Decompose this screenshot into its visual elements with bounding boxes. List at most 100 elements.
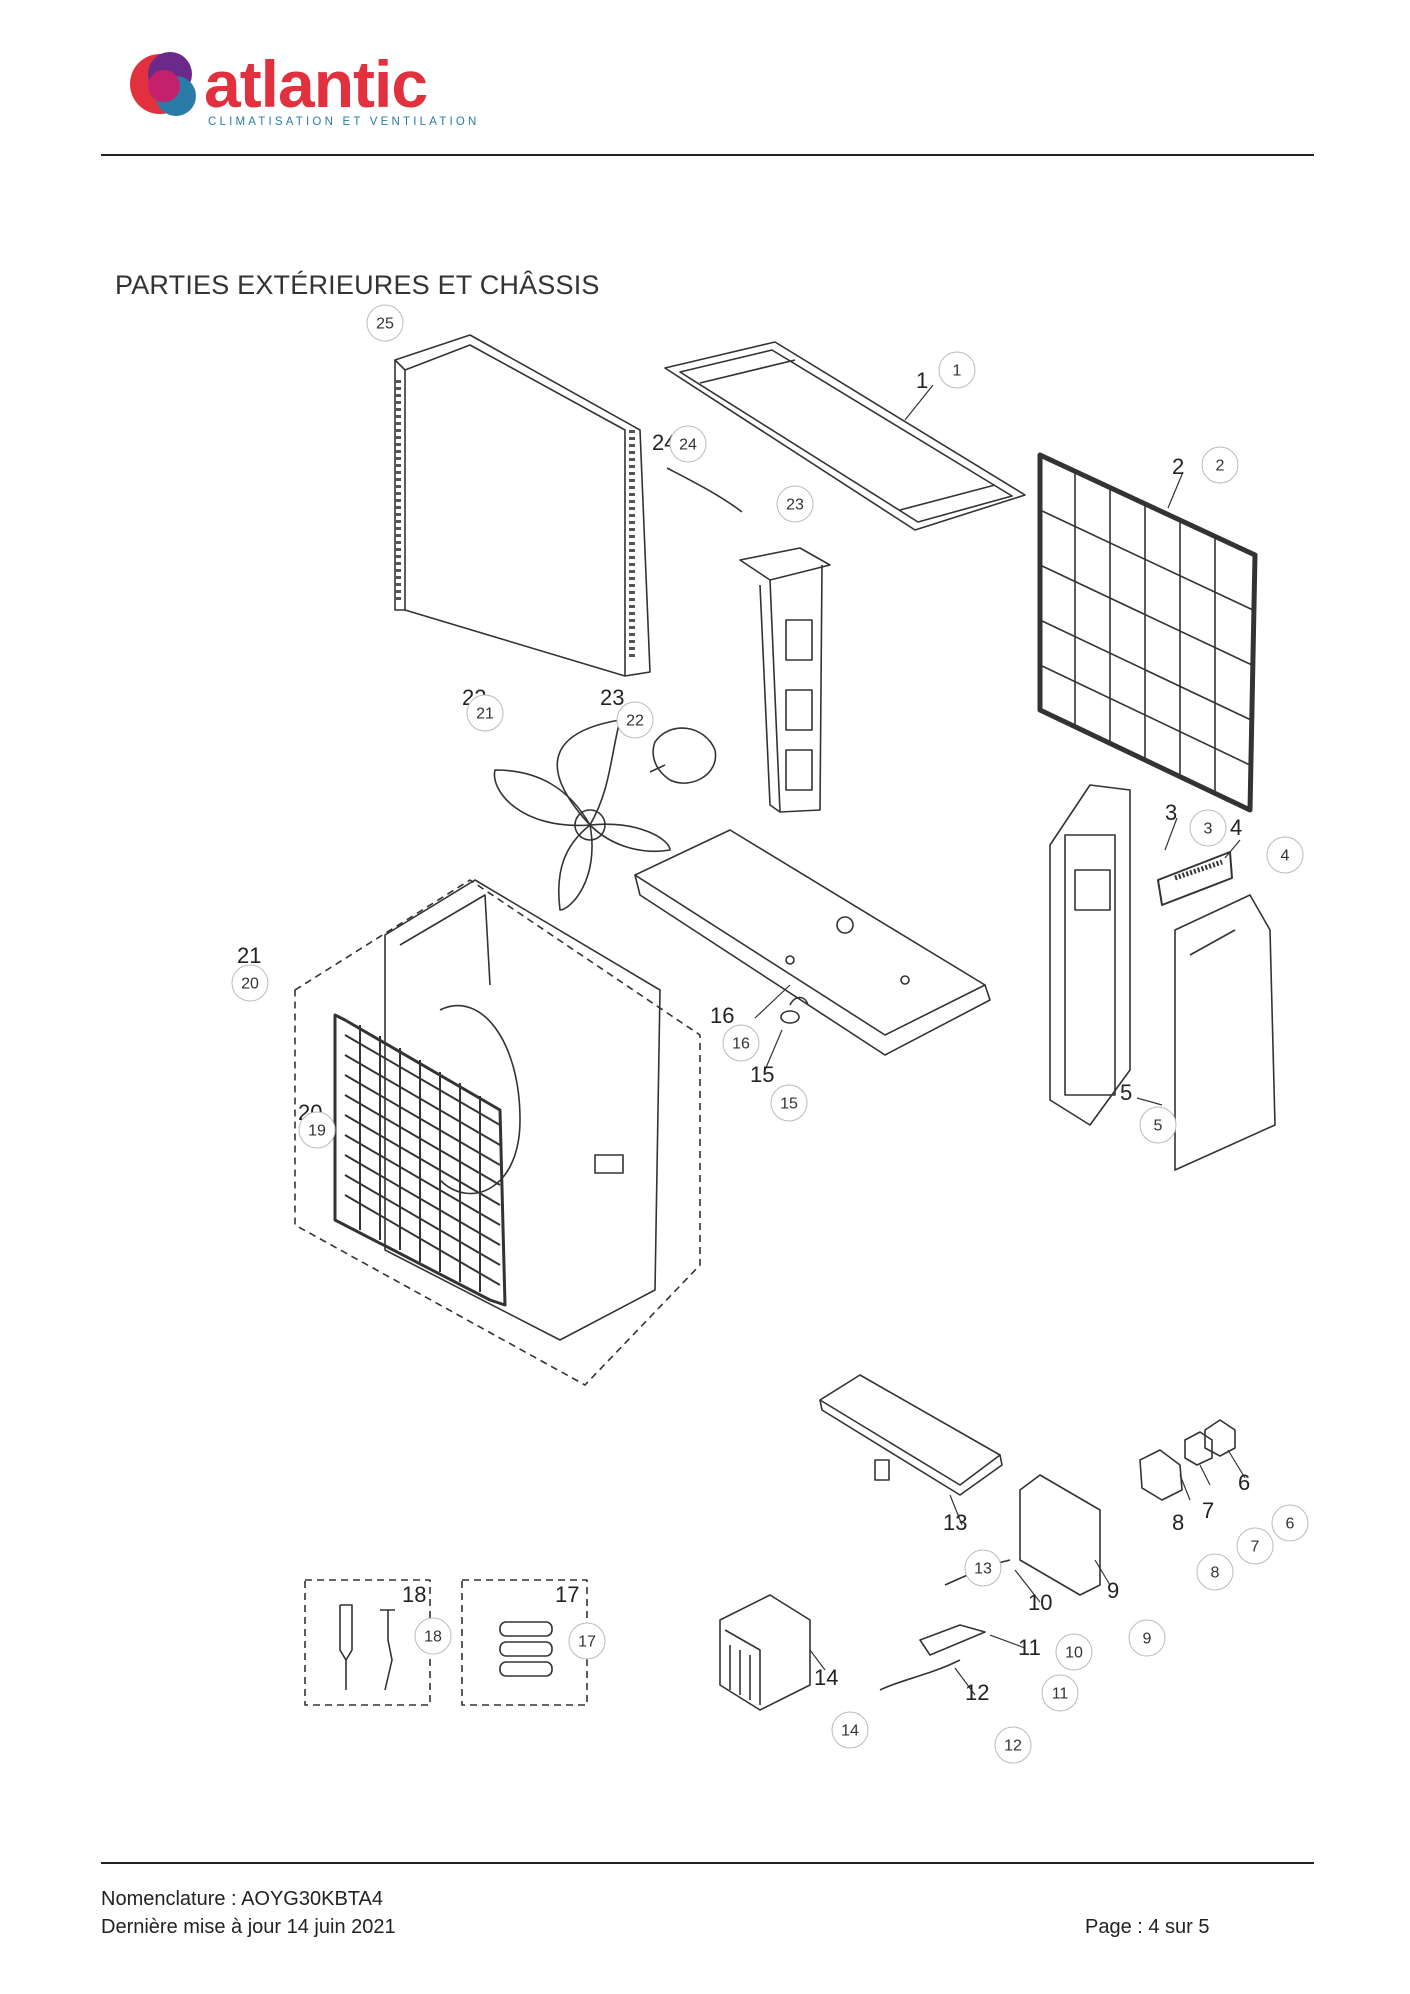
callout-17: 17 xyxy=(568,1622,606,1660)
rubber-feet xyxy=(499,1621,553,1677)
accessory-box-17 xyxy=(461,1579,588,1706)
footer-updated: Dernière mise à jour 14 juin 2021 xyxy=(101,1916,396,1938)
callout-22: 22 xyxy=(616,701,654,739)
svg-text:3: 3 xyxy=(1204,821,1213,838)
callout-4: 4 xyxy=(1266,836,1304,874)
callout-24: 24 xyxy=(669,425,707,463)
part-number-3: 3 xyxy=(1165,800,1177,825)
svg-text:9: 9 xyxy=(1143,1631,1152,1648)
harness-11 xyxy=(919,1624,986,1656)
heat-sink xyxy=(719,1594,811,1711)
callout-19: 19 xyxy=(298,1111,336,1149)
svg-text:7: 7 xyxy=(1251,1539,1260,1556)
terminal-block-8 xyxy=(1139,1449,1183,1501)
svg-text:24: 24 xyxy=(679,437,697,454)
callout-2: 2 xyxy=(1201,446,1239,484)
svg-text:4: 4 xyxy=(1281,848,1290,865)
part-number-7: 7 xyxy=(1202,1498,1214,1523)
brand-tagline: CLIMATISATION ET VENTILATION xyxy=(208,116,480,128)
brand-logo: atlantic CLIMATISATION ET VENTILATION xyxy=(120,44,500,134)
callout-1: 1 xyxy=(938,351,976,389)
header-divider xyxy=(101,154,1314,156)
front-casing xyxy=(294,879,701,1386)
part-number-2: 2 xyxy=(1172,454,1184,479)
part-number-15: 15 xyxy=(750,1062,774,1087)
part-number-11: 11 xyxy=(1018,1635,1041,1660)
side-panel xyxy=(1174,894,1276,1171)
svg-text:11: 11 xyxy=(1052,1686,1069,1703)
callout-3: 3 xyxy=(1189,809,1227,847)
svg-text:23: 23 xyxy=(786,497,804,514)
svg-text:22: 22 xyxy=(626,713,644,730)
callout-18: 18 xyxy=(414,1617,452,1655)
part-number-9: 9 xyxy=(1107,1578,1119,1603)
motor-bracket xyxy=(739,547,831,813)
part-number-21: 21 xyxy=(237,943,261,968)
callout-10: 10 xyxy=(1055,1633,1093,1671)
sensor-wire xyxy=(666,467,743,513)
terminal-block-7 xyxy=(1184,1431,1213,1466)
brand-name: atlantic xyxy=(204,47,428,121)
part-number-6: 6 xyxy=(1238,1470,1250,1495)
callout-21: 21 xyxy=(466,694,504,732)
section-title: PARTIES EXTÉRIEURES ET CHÂSSIS xyxy=(115,270,600,300)
front-grille xyxy=(333,1013,507,1307)
svg-text:17: 17 xyxy=(578,1634,596,1651)
callout-11: 11 xyxy=(1041,1674,1079,1712)
part-number-4: 4 xyxy=(1230,815,1242,840)
footer-divider xyxy=(101,1862,1314,1864)
callout-20: 20 xyxy=(231,964,269,1002)
footer-nomenclature: Nomenclature : AOYG30KBTA4 xyxy=(101,1888,383,1910)
part-number-10: 10 xyxy=(1028,1590,1052,1615)
fan-blade xyxy=(493,719,671,911)
svg-text:25: 25 xyxy=(376,316,394,333)
base-pan xyxy=(634,829,991,1056)
control-pcb xyxy=(819,1374,1003,1496)
drain-elbow xyxy=(339,1604,395,1691)
callout-23: 23 xyxy=(776,485,814,523)
svg-text:20: 20 xyxy=(241,976,259,993)
callout-7: 7 xyxy=(1236,1527,1274,1565)
callout-25: 25 xyxy=(366,304,404,342)
callout-5: 5 xyxy=(1139,1106,1177,1144)
part-number-23: 23 xyxy=(600,685,624,710)
heat-exchanger-coil xyxy=(394,334,651,677)
harness-12 xyxy=(879,1659,961,1691)
guard-grille xyxy=(1037,452,1258,813)
part-number-13: 13 xyxy=(943,1510,967,1535)
part-number-14: 14 xyxy=(814,1665,838,1690)
svg-text:12: 12 xyxy=(1004,1738,1022,1755)
part-number-8: 8 xyxy=(1172,1510,1184,1535)
logo-mark-icon xyxy=(130,52,196,116)
part-number-1: 1 xyxy=(916,368,928,393)
svg-text:1: 1 xyxy=(953,363,962,380)
callout-14: 14 xyxy=(831,1711,869,1749)
part-number-17: 17 xyxy=(555,1582,579,1607)
svg-text:6: 6 xyxy=(1286,1516,1295,1533)
part-number-16: 16 xyxy=(710,1003,734,1028)
callout-8: 8 xyxy=(1196,1553,1234,1591)
part-number-5: 5 xyxy=(1120,1080,1132,1105)
svg-text:16: 16 xyxy=(732,1036,750,1053)
part-number-18: 18 xyxy=(402,1582,426,1607)
svg-text:13: 13 xyxy=(974,1561,992,1578)
callout-13: 13 xyxy=(964,1549,1002,1587)
svg-text:5: 5 xyxy=(1154,1118,1163,1135)
callout-12: 12 xyxy=(994,1726,1032,1764)
side-service-panel xyxy=(1049,784,1131,1126)
svg-text:18: 18 xyxy=(424,1629,442,1646)
callout-6: 6 xyxy=(1271,1504,1309,1542)
fan-motor xyxy=(649,727,717,784)
cover-plate xyxy=(1157,851,1233,906)
svg-text:19: 19 xyxy=(308,1123,326,1140)
footer-page-number: Page : 4 sur 5 xyxy=(1085,1916,1210,1938)
drain-fitting xyxy=(780,1010,800,1024)
svg-text:14: 14 xyxy=(841,1723,859,1740)
svg-text:15: 15 xyxy=(780,1096,798,1113)
svg-text:8: 8 xyxy=(1211,1565,1220,1582)
callout-15: 15 xyxy=(770,1084,808,1122)
svg-text:2: 2 xyxy=(1216,458,1225,475)
callout-16: 16 xyxy=(722,1024,760,1062)
svg-text:21: 21 xyxy=(476,706,494,723)
